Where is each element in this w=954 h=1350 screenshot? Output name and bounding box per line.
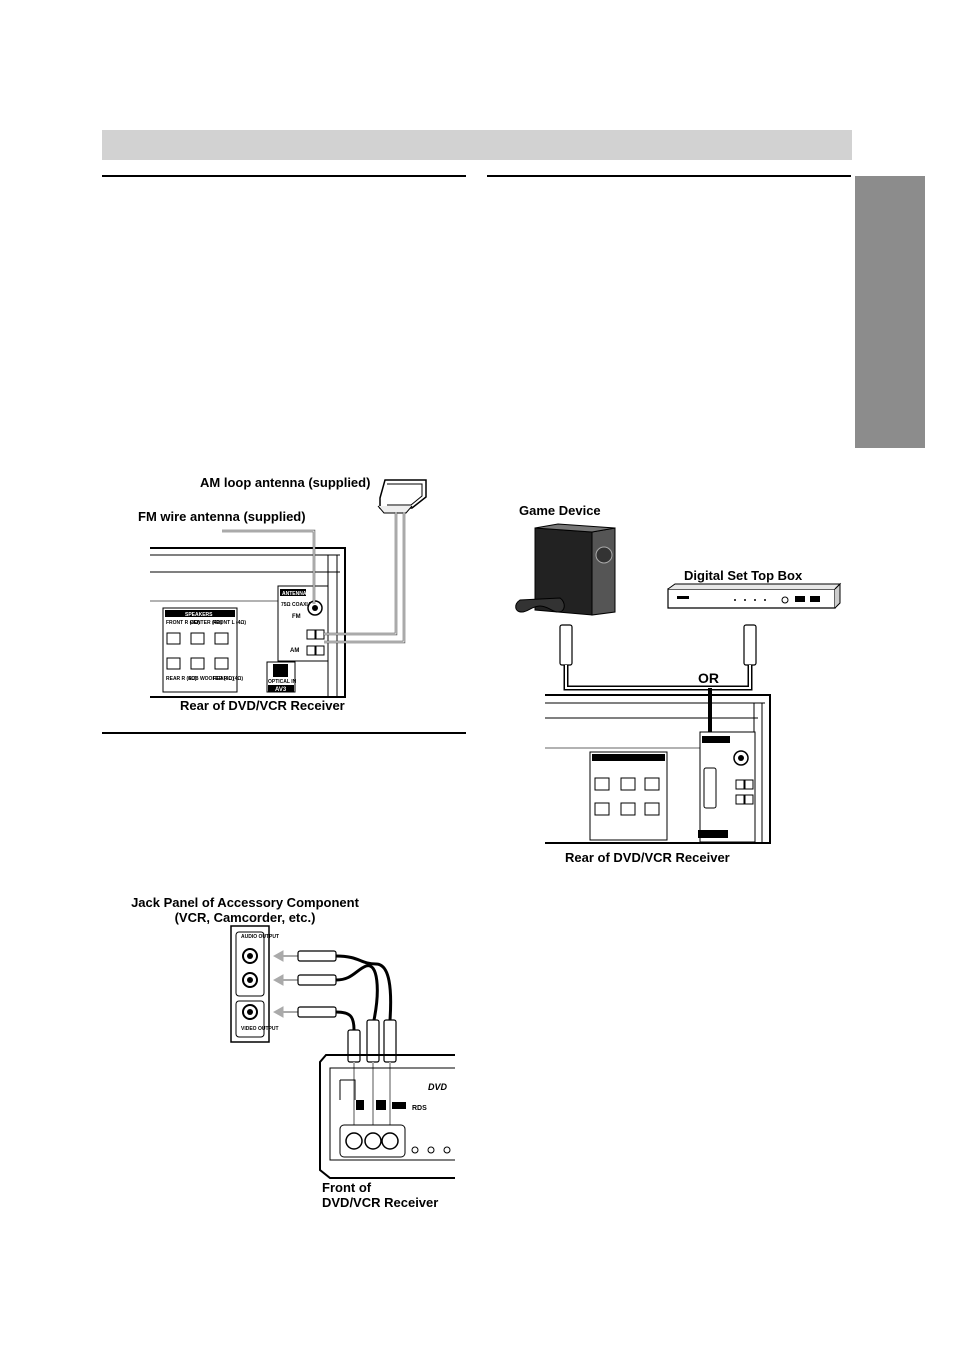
front-receiver-label-2: DVD/VCR Receiver bbox=[322, 1195, 439, 1210]
front-l-label: FRONT L (4Ω) bbox=[213, 620, 246, 626]
or-label: OR bbox=[698, 670, 719, 686]
antenna-panel-label: ANTENNA bbox=[282, 591, 307, 597]
dvd-logo: DVD bbox=[428, 1082, 448, 1092]
speaker-terminal-panel: SPEAKERS FRONT R (4Ω) CENTER (4Ω) FRONT … bbox=[162, 607, 246, 693]
section-rule-left-top bbox=[102, 175, 466, 177]
receiver-rear-outline-left bbox=[150, 547, 346, 698]
am-loop-antenna-icon bbox=[377, 479, 427, 514]
video-output-label: VIDEO OUTPUT bbox=[241, 1026, 279, 1032]
section-rule-right-top bbox=[487, 175, 851, 177]
game-device-label: Game Device bbox=[519, 503, 601, 518]
section-header-bar bbox=[102, 130, 852, 160]
front-r-label: FRONT R (4Ω) bbox=[166, 620, 200, 626]
jack-panel-title: Jack Panel of Accessory Component bbox=[131, 895, 359, 910]
side-tab bbox=[855, 176, 925, 448]
fm-coaxial-label: 75Ω COAXIAL bbox=[281, 602, 314, 608]
fm-antenna-label: FM wire antenna (supplied) bbox=[138, 509, 306, 524]
rear-l-label: REAR L (4Ω) bbox=[213, 676, 243, 682]
front-receiver-label-1: Front of bbox=[322, 1180, 372, 1195]
am-terminal-label: AM bbox=[290, 648, 299, 654]
optical-in-label: OPTICAL IN bbox=[268, 679, 297, 685]
jack-panel-subtitle: (VCR, Camcorder, etc.) bbox=[174, 910, 316, 925]
subwoofer-label: SUB WOOFER (4Ω) bbox=[188, 676, 234, 682]
rear-r-label: REAR R (4Ω) bbox=[166, 676, 197, 682]
set-top-box-icon bbox=[667, 582, 842, 609]
audio-output-label: AUDIO OUTPUT bbox=[241, 934, 279, 940]
center-label: CENTER (4Ω) bbox=[190, 620, 222, 626]
av3-label: AV3 bbox=[275, 687, 287, 693]
section-rule-left-bottom bbox=[102, 732, 466, 734]
speakers-label: SPEAKERS bbox=[185, 612, 213, 618]
rear-receiver-label-right: Rear of DVD/VCR Receiver bbox=[565, 850, 730, 865]
fm-terminal-label: FM bbox=[292, 614, 301, 620]
rds-logo: RDS bbox=[412, 1105, 427, 1112]
am-antenna-label: AM loop antenna (supplied) bbox=[200, 475, 371, 490]
set-top-box-label: Digital Set Top Box bbox=[684, 568, 803, 583]
game-console-icon bbox=[515, 523, 616, 616]
rear-receiver-label-left: Rear of DVD/VCR Receiver bbox=[180, 698, 345, 713]
